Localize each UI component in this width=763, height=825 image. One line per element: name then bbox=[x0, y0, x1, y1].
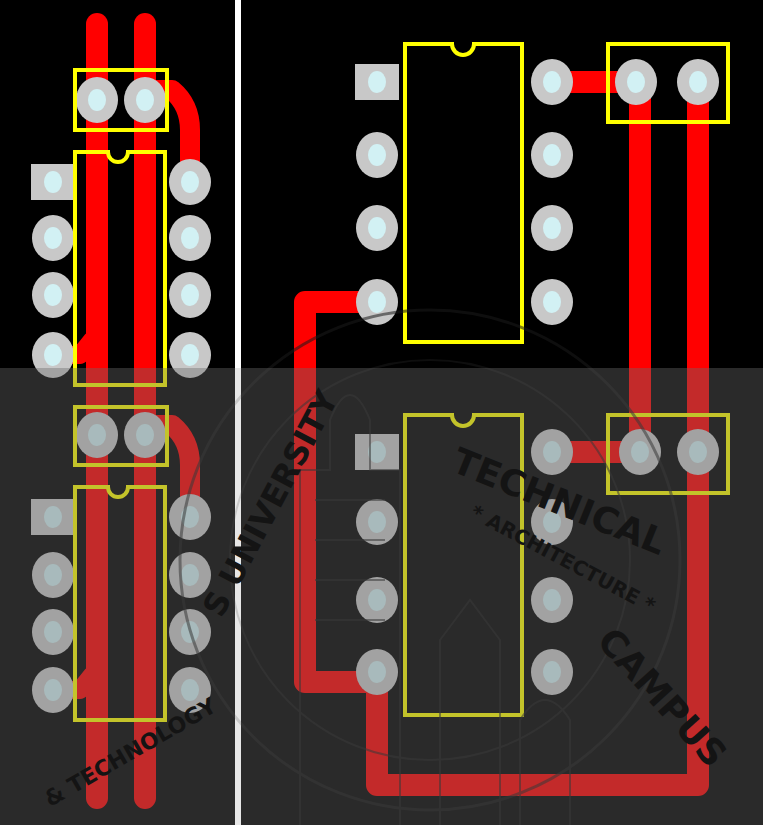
drill-hole bbox=[543, 144, 561, 166]
pad bbox=[31, 164, 75, 200]
drill-hole bbox=[181, 284, 199, 306]
drill-hole bbox=[627, 71, 645, 93]
drill-hole bbox=[44, 284, 62, 306]
pad bbox=[32, 272, 74, 318]
drill-hole bbox=[88, 89, 106, 111]
drill-hole bbox=[44, 344, 62, 366]
drill-hole bbox=[689, 71, 707, 93]
drill-hole bbox=[181, 171, 199, 193]
pad bbox=[355, 64, 399, 100]
pad bbox=[531, 59, 573, 105]
pad bbox=[531, 205, 573, 251]
drill-hole bbox=[368, 144, 386, 166]
drill-hole bbox=[368, 71, 386, 93]
drill-hole bbox=[368, 291, 386, 313]
pad bbox=[124, 77, 166, 123]
drill-hole bbox=[181, 344, 199, 366]
drill-hole bbox=[543, 217, 561, 239]
drill-hole bbox=[181, 227, 199, 249]
drill-hole bbox=[543, 71, 561, 93]
pad bbox=[356, 205, 398, 251]
drill-hole bbox=[368, 217, 386, 239]
pad bbox=[169, 215, 211, 261]
pad bbox=[531, 279, 573, 325]
pad bbox=[32, 215, 74, 261]
pad bbox=[356, 132, 398, 178]
pad bbox=[531, 132, 573, 178]
pad bbox=[677, 59, 719, 105]
pad bbox=[76, 77, 118, 123]
drill-hole bbox=[136, 89, 154, 111]
pad bbox=[615, 59, 657, 105]
pad bbox=[169, 159, 211, 205]
drill-hole bbox=[44, 171, 62, 193]
drill-hole bbox=[44, 227, 62, 249]
drill-hole bbox=[543, 291, 561, 313]
pad bbox=[169, 272, 211, 318]
